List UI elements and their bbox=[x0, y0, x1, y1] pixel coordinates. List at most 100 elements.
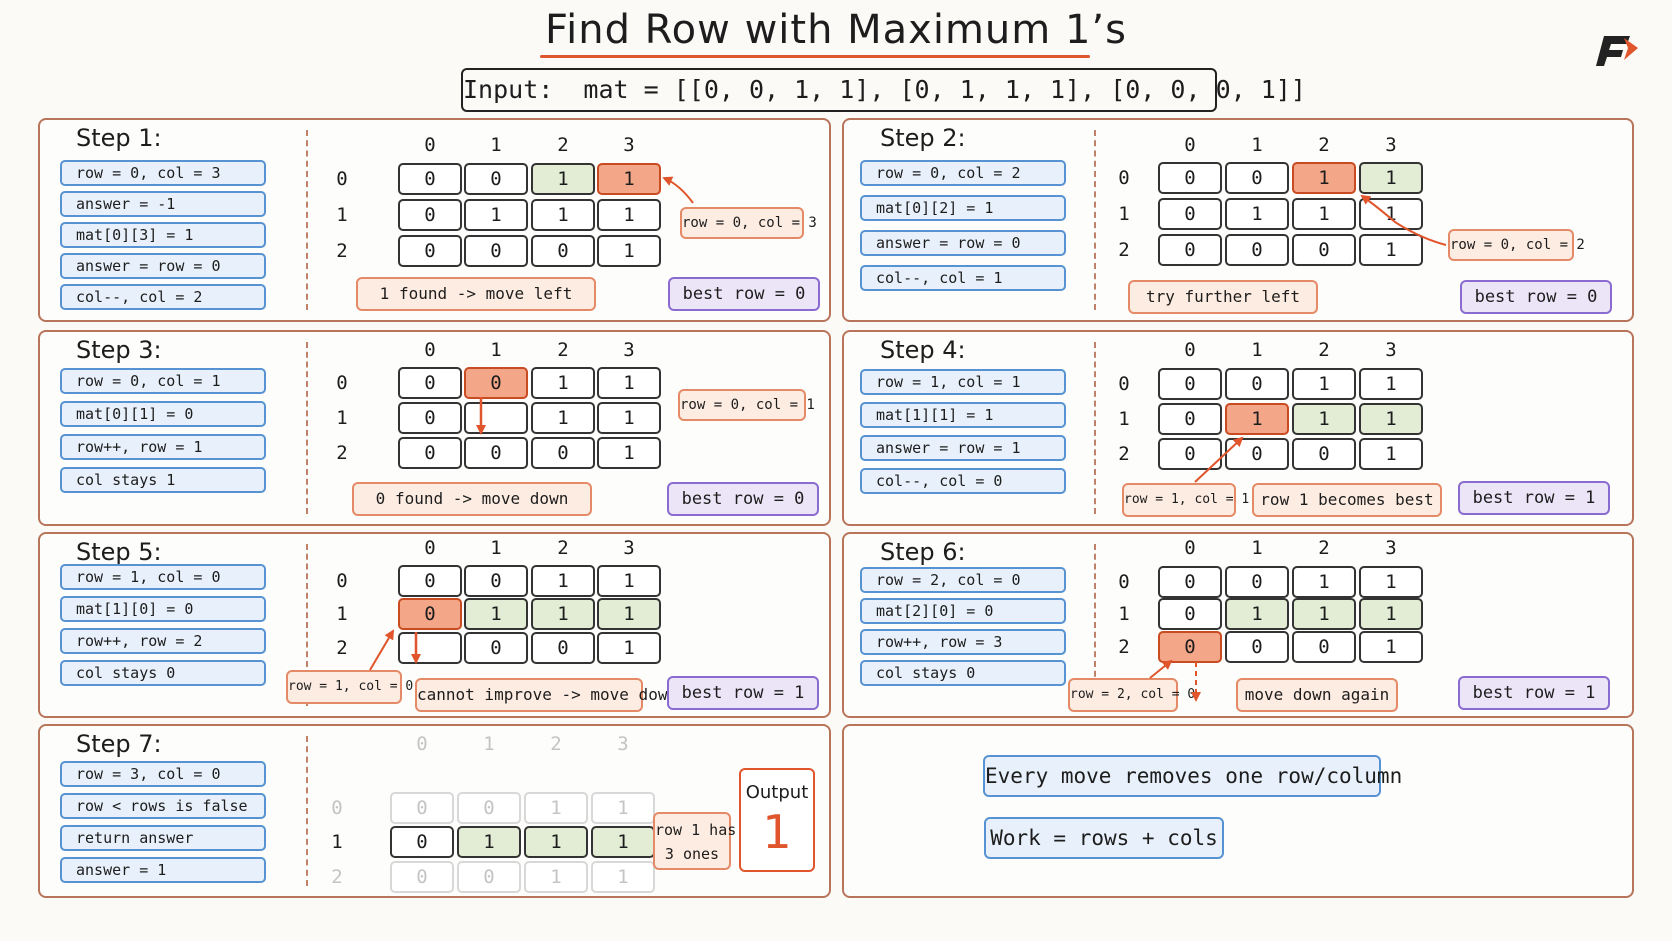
matrix-cell: 0 bbox=[1225, 566, 1289, 598]
matrix-cell: 0 bbox=[1158, 403, 1222, 435]
matrix-cell: 0 bbox=[390, 792, 454, 824]
matrix-cell: 1 bbox=[1359, 566, 1423, 598]
col-header: 1 bbox=[1251, 134, 1263, 156]
col-header: 3 bbox=[1385, 134, 1397, 156]
info-line: row < rows is false bbox=[60, 793, 266, 819]
info-line: col--, col = 0 bbox=[860, 468, 1066, 494]
info-line: row = 2, col = 0 bbox=[860, 567, 1066, 593]
info-line: col--, col = 2 bbox=[60, 284, 266, 310]
matrix-cell: 1 bbox=[1225, 198, 1289, 230]
info-line: row++, row = 3 bbox=[860, 629, 1066, 655]
info-line: answer = row = 0 bbox=[60, 253, 266, 279]
matrix-cell: 0 bbox=[398, 402, 462, 434]
step-title: Step 4: bbox=[880, 336, 966, 364]
pointer-label: row = 0, col = 3 bbox=[680, 207, 817, 239]
matrix-cell bbox=[464, 402, 528, 434]
pointer-label: row = 1, col = 0 bbox=[286, 670, 413, 704]
info-line: row++, row = 1 bbox=[60, 434, 266, 460]
matrix-cell: 1 bbox=[597, 437, 661, 469]
col-header: 3 bbox=[623, 134, 635, 156]
matrix-cell: 1 bbox=[524, 792, 588, 824]
matrix-cell: 0 bbox=[531, 437, 595, 469]
col-header: 2 bbox=[1318, 134, 1330, 156]
matrix-cell: 1 bbox=[597, 235, 661, 267]
best-row-badge: best row = 1 bbox=[1458, 676, 1610, 710]
best-row-badge: best row = 0 bbox=[667, 482, 819, 516]
matrix-cell bbox=[398, 632, 462, 664]
panel-divider bbox=[1094, 544, 1096, 706]
matrix-cell: 0 bbox=[1158, 198, 1222, 230]
input-box: Input: mat = [[0, 0, 1, 1], [0, 1, 1, 1]… bbox=[461, 68, 1306, 112]
matrix-cell: 1 bbox=[1359, 598, 1423, 630]
matrix-cell: 1 bbox=[531, 199, 595, 231]
page-title: Find Row with Maximum 1’s bbox=[545, 7, 1127, 53]
matrix-cell: 0 bbox=[398, 565, 462, 597]
brand-logo-icon bbox=[1596, 36, 1638, 66]
info-line: col stays 0 bbox=[60, 660, 266, 686]
col-header: 0 bbox=[424, 339, 436, 361]
col-header: 0 bbox=[424, 134, 436, 156]
matrix-cell: 1 bbox=[1292, 598, 1356, 630]
pointer-label: row = 1, col = 1 bbox=[1122, 483, 1249, 517]
info-line: row = 1, col = 1 bbox=[860, 369, 1066, 395]
matrix-cell: 1 bbox=[597, 565, 661, 597]
matrix-cell: 0 bbox=[1158, 162, 1222, 194]
matrix-cell: 1 bbox=[531, 565, 595, 597]
output-label: Output bbox=[745, 782, 809, 803]
col-header: 3 bbox=[617, 733, 629, 755]
row-header: 2 bbox=[1118, 239, 1130, 261]
matrix-cell: 1 bbox=[531, 402, 595, 434]
info-line: mat[1][0] = 0 bbox=[60, 596, 266, 622]
matrix-cell: 1 bbox=[457, 826, 521, 858]
matrix-cell: 0 bbox=[1225, 368, 1289, 400]
matrix-cell: 0 bbox=[398, 598, 462, 630]
matrix-cell: 1 bbox=[597, 163, 661, 195]
col-header: 3 bbox=[1385, 537, 1397, 559]
matrix-cell: 0 bbox=[398, 437, 462, 469]
row-header: 2 bbox=[336, 442, 348, 464]
matrix-cell: 0 bbox=[1158, 234, 1222, 266]
matrix-cell: 1 bbox=[1359, 438, 1423, 470]
best-row-badge: best row = 1 bbox=[667, 676, 819, 710]
matrix-cell: 1 bbox=[1292, 566, 1356, 598]
status-message: 0 found -> move down bbox=[352, 482, 592, 516]
matrix-cell: 0 bbox=[464, 632, 528, 664]
matrix-cell: 1 bbox=[597, 199, 661, 231]
col-header: 2 bbox=[550, 733, 562, 755]
matrix-cell: 0 bbox=[398, 163, 462, 195]
row-header: 2 bbox=[336, 637, 348, 659]
matrix-cell: 1 bbox=[1359, 631, 1423, 663]
col-header: 0 bbox=[1184, 339, 1196, 361]
matrix-cell: 1 bbox=[531, 367, 595, 399]
row-header: 1 bbox=[1118, 203, 1130, 225]
summary-line-2: Work = rows + cols bbox=[984, 817, 1224, 859]
row-header: 0 bbox=[1118, 373, 1130, 395]
matrix-cell: 0 bbox=[1225, 438, 1289, 470]
matrix-cell: 0 bbox=[1158, 438, 1222, 470]
info-line: mat[2][0] = 0 bbox=[860, 598, 1066, 624]
panel-divider bbox=[1094, 342, 1096, 514]
matrix-cell: 1 bbox=[1292, 403, 1356, 435]
matrix-cell: 1 bbox=[1225, 598, 1289, 630]
col-header: 1 bbox=[490, 134, 502, 156]
matrix-cell: 1 bbox=[464, 199, 528, 231]
matrix-cell: 0 bbox=[1225, 234, 1289, 266]
panel-divider bbox=[306, 736, 308, 886]
info-line: return answer bbox=[60, 825, 266, 851]
matrix-cell: 0 bbox=[390, 826, 454, 858]
matrix-cell: 1 bbox=[597, 402, 661, 434]
row-header: 0 bbox=[331, 797, 343, 819]
output-value: 1 bbox=[762, 805, 792, 859]
status-message: try further left bbox=[1128, 280, 1318, 314]
matrix-cell: 1 bbox=[464, 598, 528, 630]
info-line: row = 0, col = 3 bbox=[60, 160, 266, 186]
matrix-cell: 1 bbox=[597, 598, 661, 630]
info-line: mat[0][1] = 0 bbox=[60, 401, 266, 427]
matrix-cell: 1 bbox=[591, 792, 655, 824]
step-title: Step 3: bbox=[76, 336, 162, 364]
info-line: row = 0, col = 2 bbox=[860, 160, 1066, 186]
panel-divider bbox=[1094, 130, 1096, 310]
col-header: 2 bbox=[557, 339, 569, 361]
col-header: 3 bbox=[623, 339, 635, 361]
matrix-cell: 1 bbox=[1292, 162, 1356, 194]
